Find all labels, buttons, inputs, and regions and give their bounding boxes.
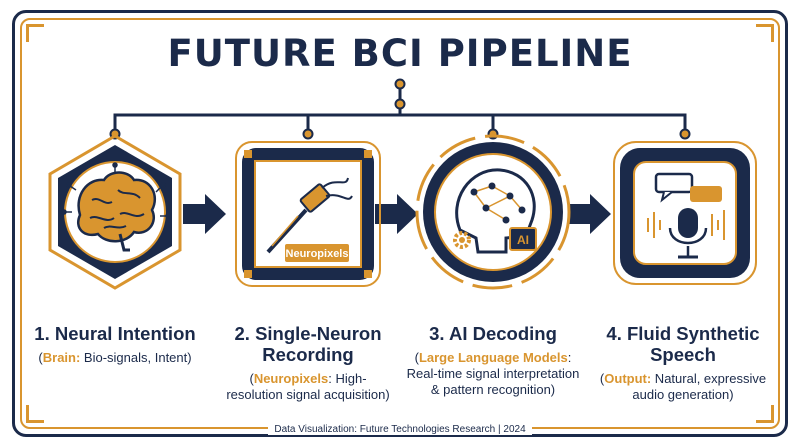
step-3-highlight: Large Language Models [418,350,568,365]
ai-chip-label: AI [517,233,529,247]
arrow-2-to-3 [375,194,418,234]
flow-arrows [183,194,611,234]
page-title: FUTURE BCI PIPELINE [167,32,633,75]
step-1-title: 1. Neural Intention [34,323,196,344]
connector-nodes [109,78,691,140]
step-1-desc-prefix: ( [38,350,43,365]
step-4-desc-rest: Natural, expressive audio generation) [632,371,767,402]
step-3-text: 3. AI Decoding (Large Language Models: R… [403,323,583,398]
step-4-title: 4. Fluid Synthetic Speech [606,323,760,365]
step-2-desc-rest: : High-resolution signal acquisition) [226,371,390,402]
step-3-desc-prefix: ( [414,350,419,365]
corner-ornament [26,405,44,423]
footer-caption: Data Visualization: Future Technologies … [0,424,800,435]
probe-icon [266,177,353,254]
outer-frame [12,10,788,437]
footer-text: Data Visualization: Future Technologies … [268,424,532,435]
ai-chip [509,227,537,251]
step-2-highlight: Neuropixels [253,371,329,386]
speech-bubble-icon [654,172,722,203]
gear-icon [453,231,471,249]
arrow-1-to-2 [183,194,226,234]
step-2-desc: (Neuropixels: High-resolution signal acq… [225,371,391,403]
neuropixels-chip [285,244,349,262]
step-3-badge: AI [415,134,571,290]
step-4-desc: (Output: Natural, expressive audio gener… [598,371,768,403]
step-2-badge: Neuropixels [235,141,381,287]
corner-ornament [756,405,774,423]
corner-ornament [26,24,44,42]
step-2-title: 2. Single-Neuron Recording [234,323,382,365]
sound-wave-icon [647,210,725,240]
ai-head-icon [455,168,536,254]
step-2-text: 2. Single-Neuron Recording (Neuropixels:… [225,323,391,403]
arrow-3-to-4 [568,194,611,234]
step-4-text: 4. Fluid Synthetic Speech (Output: Natur… [598,323,768,403]
corner-ornament [756,24,774,42]
microphone-icon [668,208,708,259]
step-4-desc-prefix: ( [599,371,605,386]
step-2-desc-prefix: ( [249,371,254,386]
step-3-desc-rest: : Real-time signal interpretation & patt… [406,350,580,397]
step-3-desc: (Large Language Models: Real-time signal… [403,350,583,398]
step-1-desc: (Brain: Bio-signals, Intent) [20,350,210,366]
step-1-desc-rest: Bio-signals, Intent) [80,350,192,365]
step-4-highlight: Output: [604,371,652,386]
neuropixels-chip-label: Neuropixels [286,248,349,260]
step-1-badge [48,134,182,290]
step-3-title: 3. AI Decoding [429,323,557,344]
step-1-highlight: Brain: [42,350,81,365]
brain-icon [61,162,171,252]
step-4-badge [613,141,757,285]
step-1-text: 1. Neural Intention (Brain: Bio-signals,… [20,323,210,366]
